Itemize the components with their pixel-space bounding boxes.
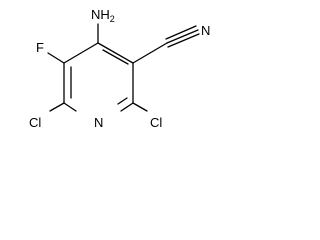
chemical-structure: NH2 N F N Cl Cl bbox=[29, 7, 210, 130]
chlorine-right-label: Cl bbox=[150, 115, 162, 130]
bond-cn-triple-upper bbox=[165, 25, 197, 40]
bond-n1-c6 bbox=[63, 102, 77, 112]
bond-c6-cl bbox=[49, 102, 65, 112]
bond-cn-triple-center bbox=[166, 29, 199, 44]
bond-c4-c3-inner bbox=[102, 49, 129, 65]
fluorine-label: F bbox=[36, 40, 44, 55]
bond-c2-n1 bbox=[120, 102, 134, 112]
bond-c3-cn bbox=[132, 42, 168, 64]
chlorine-left-label: Cl bbox=[29, 115, 41, 130]
bond-c5-f bbox=[47, 52, 65, 64]
bond-c2-n1-inner bbox=[117, 97, 128, 105]
bond-c4-c3 bbox=[97, 42, 134, 64]
amino-group-label: NH2 bbox=[91, 7, 115, 24]
bond-c2-cl bbox=[132, 102, 148, 112]
nitrile-nitrogen-label: N bbox=[201, 23, 210, 38]
bond-cn-triple-lower bbox=[167, 33, 200, 48]
ring-nitrogen-label: N bbox=[94, 115, 103, 130]
bond-c5-c4 bbox=[63, 42, 99, 64]
